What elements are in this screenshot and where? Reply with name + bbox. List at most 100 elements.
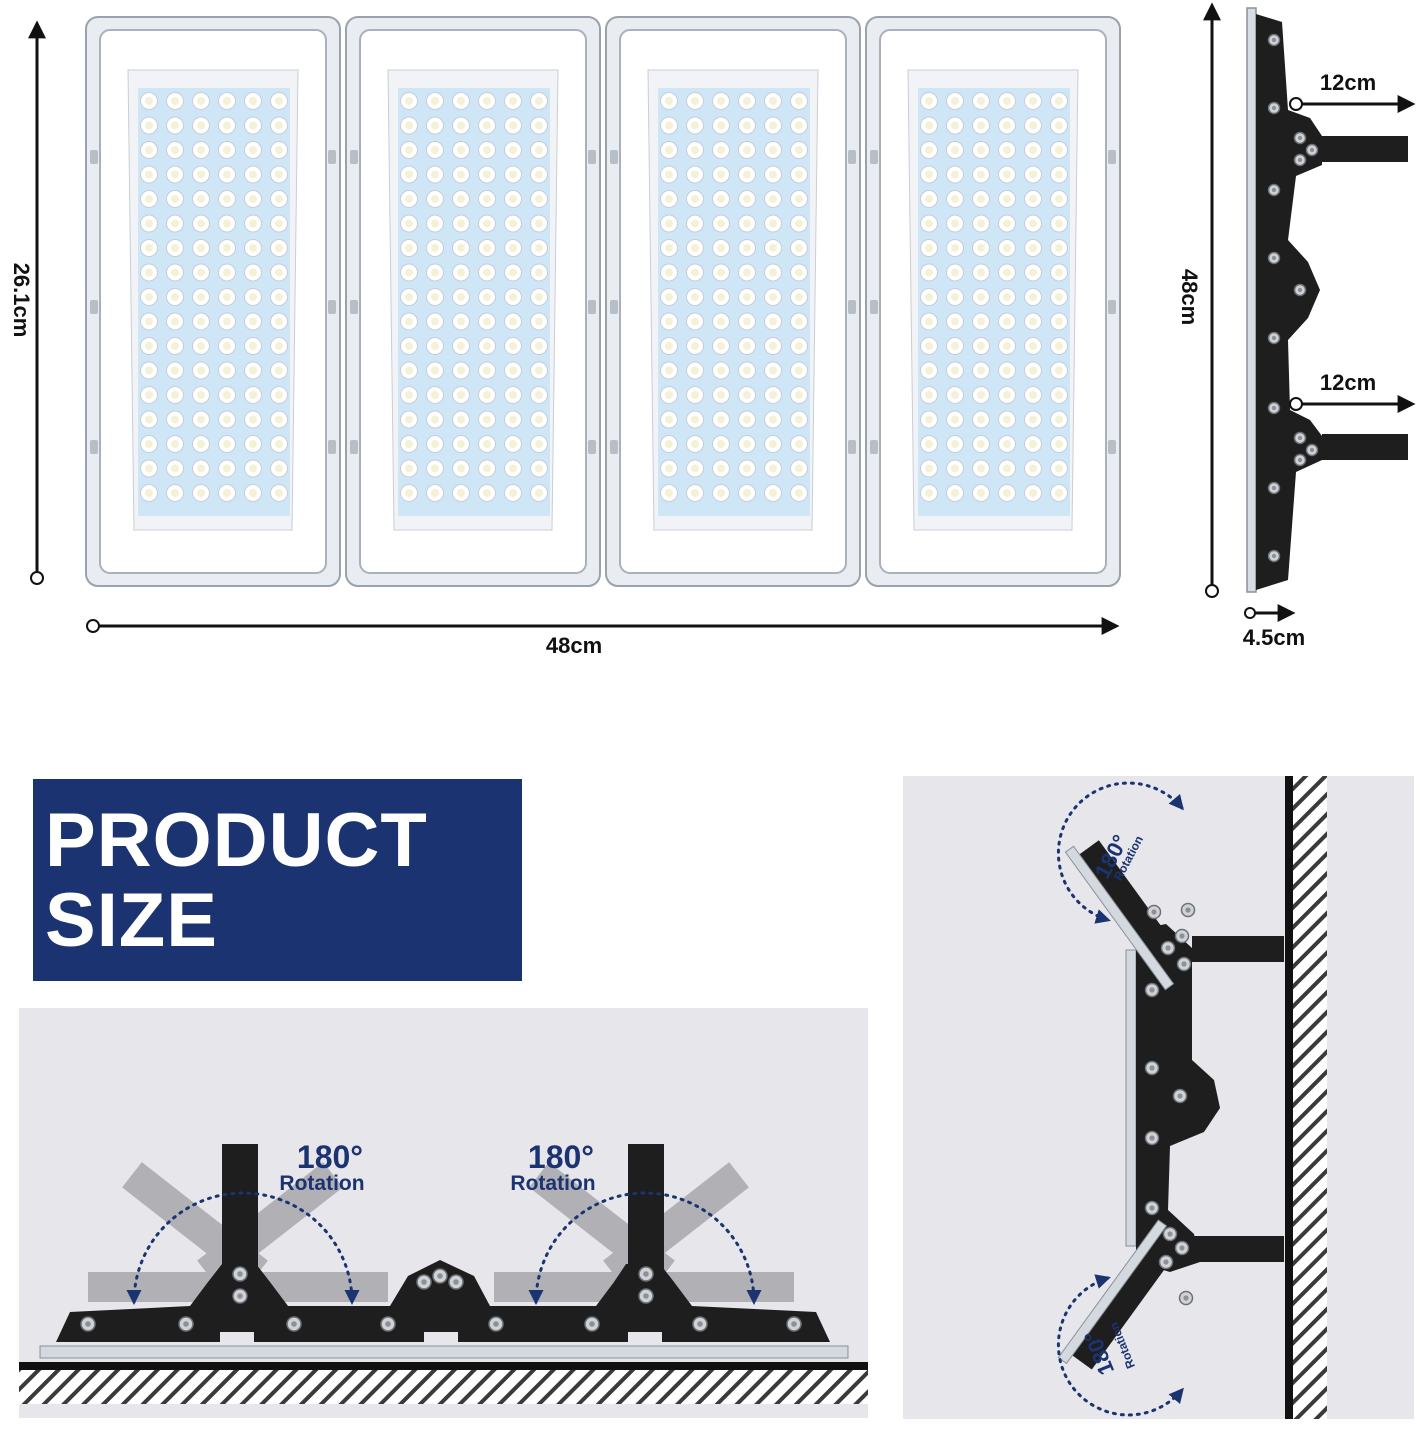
bolt-center [1297,157,1303,163]
bolt-center [643,1271,649,1277]
led-core [691,293,699,301]
led-board [918,88,1070,516]
led-core [925,244,933,252]
led-core [223,244,231,252]
bolt-center [589,1321,595,1327]
led-core [691,97,699,105]
led-core [1029,219,1037,228]
led-core [743,317,751,326]
panel-clip [588,150,596,164]
led-core [665,317,673,326]
led-core [691,244,699,252]
led-core [535,170,543,179]
led-core [405,464,413,473]
led-core [197,415,205,424]
led-core [1055,464,1063,473]
led-core [665,170,673,179]
bolt-center [1149,1135,1155,1141]
led-core [457,97,465,105]
led-core [1003,195,1011,203]
led-core [795,464,803,473]
led-core [197,391,205,399]
led-core [769,244,777,252]
led-core [197,342,205,350]
led-core [977,464,985,473]
led-core [509,391,517,399]
led-core [405,121,413,130]
led-core [405,489,413,497]
led-core [1003,244,1011,252]
led-core [405,97,413,105]
led-core [769,268,777,277]
led-core [951,342,959,350]
title-line-1: PRODUCT [45,798,428,883]
led-core [405,244,413,252]
led-core [717,366,725,375]
led-board [398,88,550,516]
panel-clip [328,300,336,314]
led-core [951,268,959,277]
led-core [977,440,985,448]
panel-clip [350,150,358,164]
led-core [951,440,959,448]
led-core [717,170,725,179]
led-core [951,391,959,399]
led-core [925,464,933,473]
product-size-title-box: PRODUCT SIZE [33,779,522,981]
led-core [431,170,439,179]
led-core [1003,97,1011,105]
led-core [769,97,777,105]
led-core [171,342,179,350]
led-core [145,146,153,154]
panel-clip [350,440,358,454]
led-core [925,317,933,326]
led-core [769,391,777,399]
led-core [1003,440,1011,448]
led-core [223,391,231,399]
bolt-center [1183,1295,1189,1301]
bolt-center [1297,287,1303,293]
led-core [1003,489,1011,497]
led-core [795,489,803,497]
led-core [665,219,673,228]
led-core [535,268,543,277]
rotation-text-label-right: Rotation [510,1172,595,1195]
led-core [691,366,699,375]
led-core [977,415,985,424]
led-core [171,219,179,228]
led-core [223,464,231,473]
led-core [665,244,673,252]
led-core [795,121,803,130]
led-core [405,317,413,326]
led-core [249,415,257,424]
led-core [535,489,543,497]
led-core [275,219,283,228]
led-core [665,146,673,154]
panel-clip [610,300,618,314]
led-core [457,293,465,301]
total-width-label: 48cm [546,633,602,658]
led-core [795,440,803,448]
panel-clip [90,300,98,314]
led-core [1029,464,1037,473]
led-core [1055,146,1063,154]
led-core [977,97,985,105]
bolt-center [1177,1093,1183,1099]
led-core [951,97,959,105]
led-core [717,415,725,424]
led-core [275,366,283,375]
panel-clip [848,150,856,164]
led-core [431,391,439,399]
led-core [717,121,725,130]
led-core [1055,366,1063,375]
led-core [769,146,777,154]
led-core [743,195,751,203]
led-core [249,391,257,399]
led-core [951,121,959,130]
led-core [925,342,933,350]
led-core [769,440,777,448]
led-core [951,219,959,228]
led-core [171,293,179,301]
led-core [483,415,491,424]
led-core [509,121,517,130]
